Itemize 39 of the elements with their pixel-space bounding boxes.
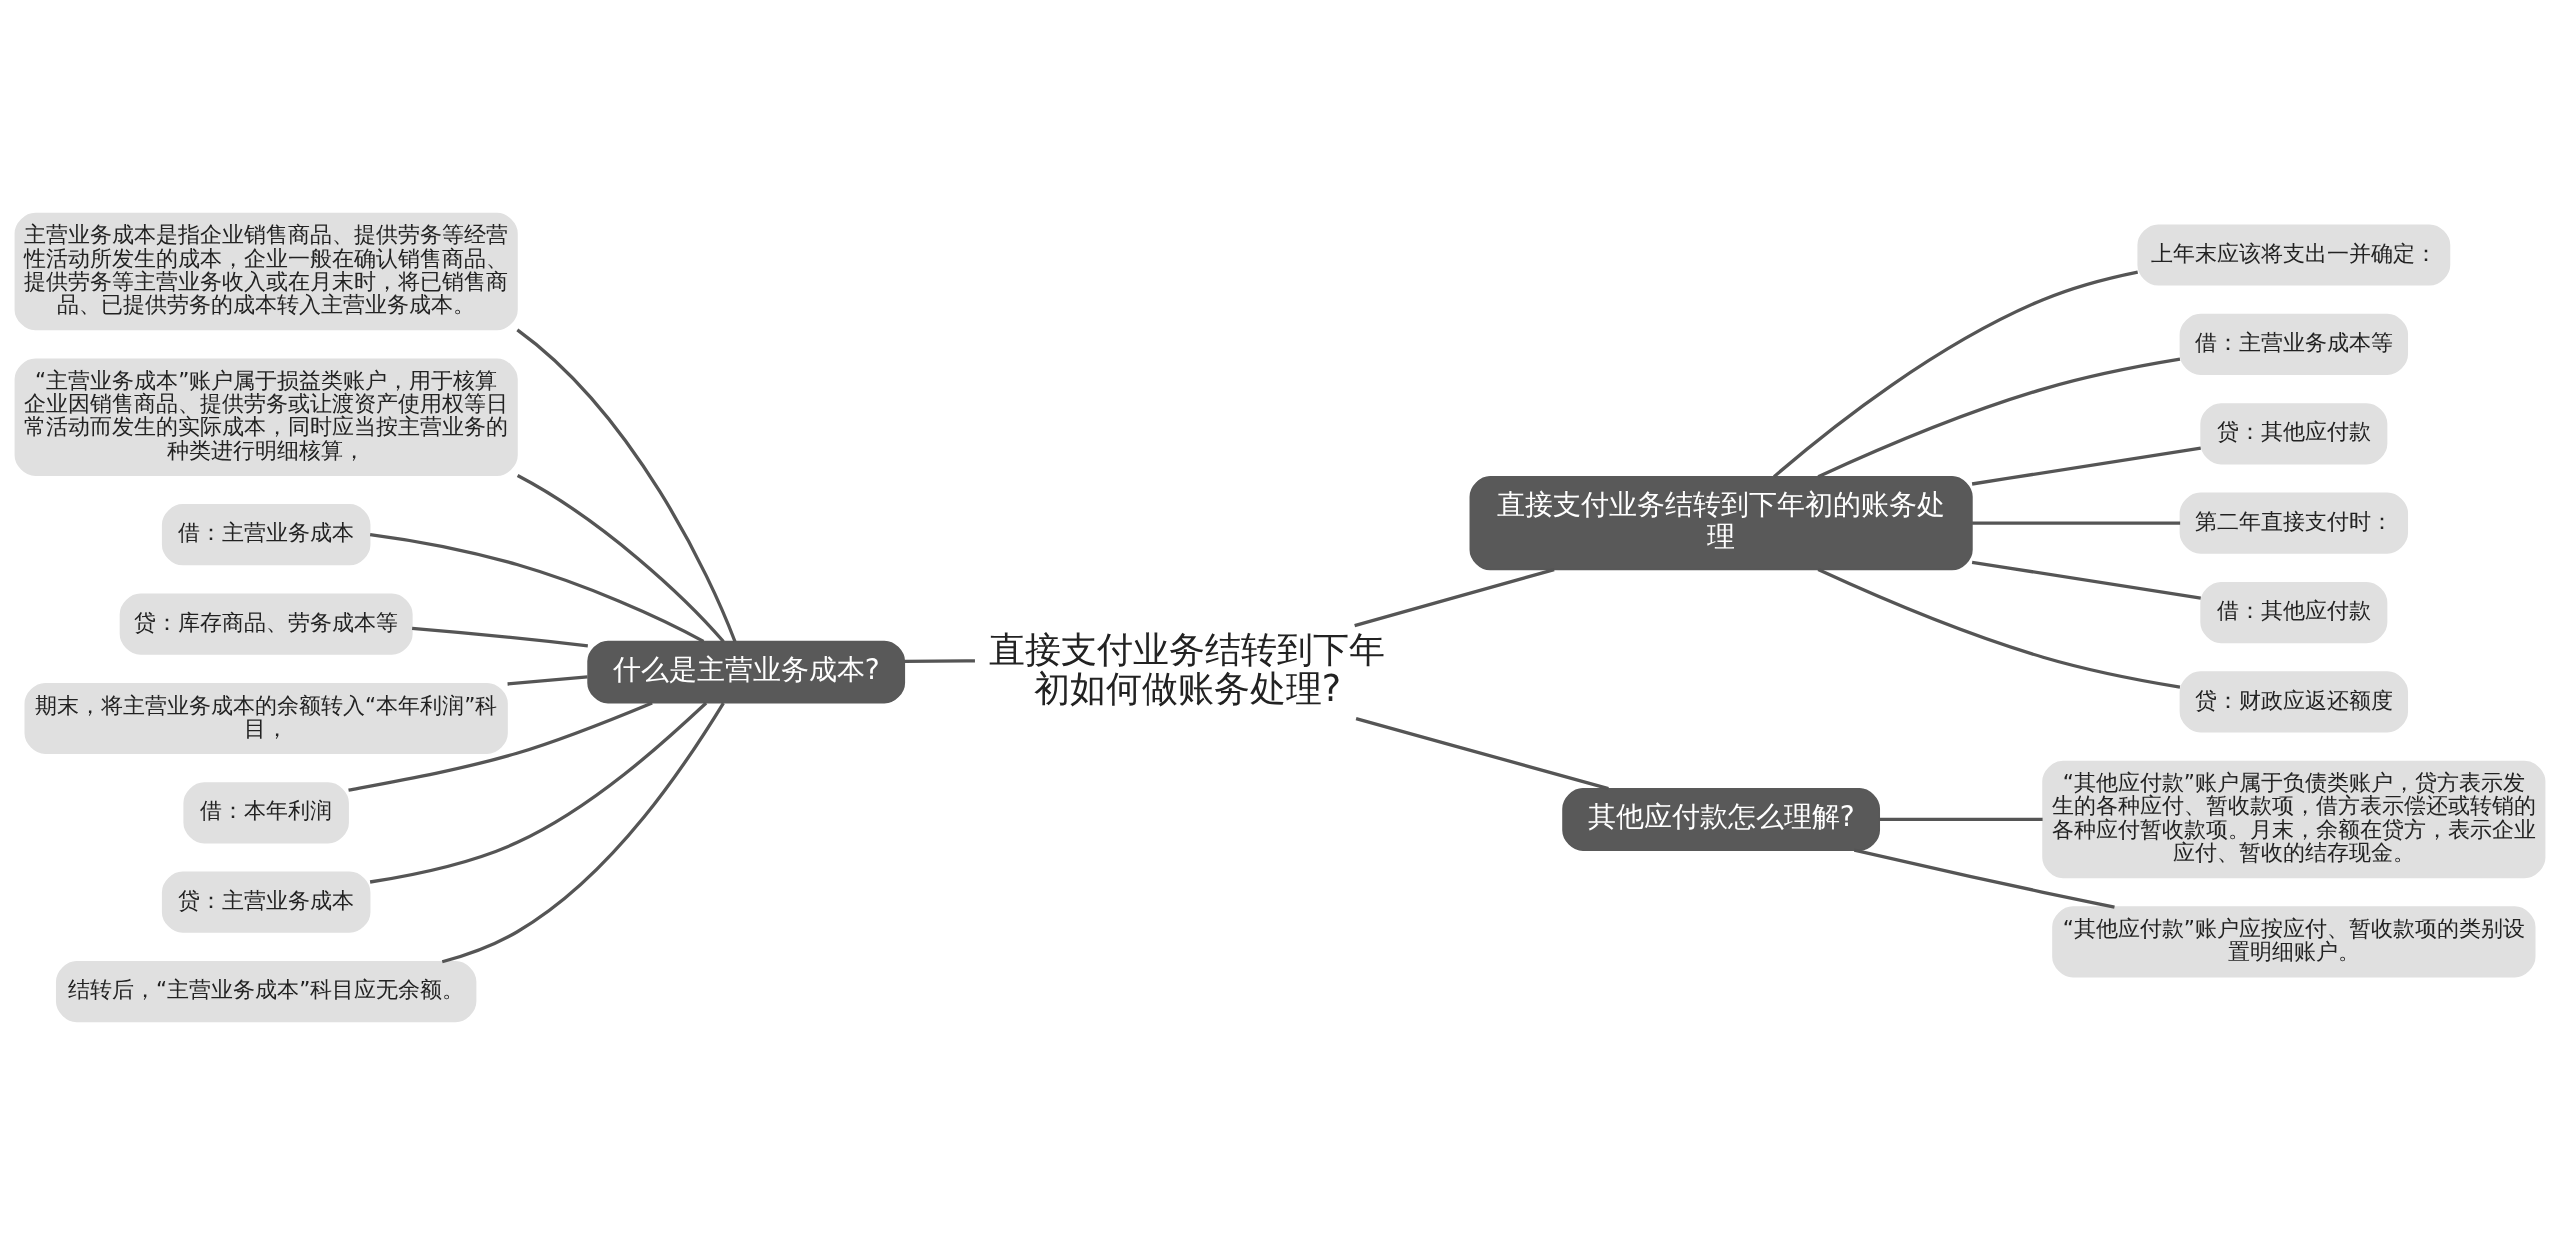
- node-box: 借：主营业务成本: [161, 504, 371, 566]
- connector: [516, 328, 737, 643]
- node-text: 直接支付业务结转到下年初如何做账务处理?: [989, 627, 1386, 711]
- node-box: 借：主营业务成本等: [2179, 313, 2409, 375]
- connector: [412, 626, 588, 648]
- connector: [441, 702, 725, 964]
- node-box: 期末，将主营业务成本的余额转入“本年利润”科目，: [24, 682, 508, 755]
- node-box: 贷：其他应付款: [2200, 403, 2388, 465]
- node-box: 借：其他应付款: [2200, 581, 2388, 644]
- connector: [369, 532, 705, 643]
- node-box: 借：本年利润: [183, 782, 349, 844]
- node-box: “其他应付款”账户应按应付、暂收款项的类别设置明细账户。: [2052, 906, 2536, 978]
- node-box: 其他应付款怎么理解?: [1562, 788, 1881, 851]
- connector: [1354, 568, 1555, 628]
- connector: [507, 675, 588, 686]
- connector: [1355, 716, 1609, 791]
- connector: [1972, 521, 2181, 525]
- connector: [1817, 357, 2181, 479]
- connector: [348, 701, 653, 792]
- connector: [1971, 560, 2201, 600]
- node-box: “其他应付款”账户属于负债类账户，贷方表示发生的各种应付、暂收款项，借方表示偿还或转销的各种应付暂收款项。月末，余额在贷方，表示企业应付、暂收的结存现金。: [2042, 760, 2546, 879]
- node-box: 结转后，“主营业务成本”科目应无余额。: [55, 960, 477, 1023]
- node-box: 第二年直接支付时：: [2179, 492, 2409, 554]
- node-box: 主营业务成本是指企业销售商品、提供劳务等经营性活动所发生的成本，企业一般在确认销售商品、提供劳务等主营业务收入或在月末时，将已销售商品、已提供劳务的成本转入主营业务成本。: [14, 212, 518, 331]
- connector: [1971, 446, 2201, 486]
- node-box: 贷：库存商品、劳务成本等: [119, 593, 413, 655]
- connector: [904, 659, 975, 663]
- connector: [369, 701, 708, 884]
- node-box: 贷：财政应返还额度: [2179, 671, 2409, 733]
- node-box: 上年末应该将支出一并确定：: [2137, 224, 2451, 286]
- connector: [1879, 817, 2043, 822]
- connector: [1817, 568, 2181, 689]
- node-box: 什么是主营业务成本?: [587, 640, 906, 704]
- node-box: 贷：主营业务成本: [161, 871, 371, 933]
- connector: [1853, 848, 2115, 909]
- connector: [516, 474, 725, 643]
- node-box: “主营业务成本”账户属于损益类账户，用于核算企业因销售商品、提供劳务或让渡资产使用权等日常活动而发生的实际成本，同时应当按主营业务的种类进行明细核算，: [14, 358, 518, 476]
- connector: [1773, 270, 2139, 478]
- node-box: 直接支付业务结转到下年初的账务处理: [1469, 475, 1973, 571]
